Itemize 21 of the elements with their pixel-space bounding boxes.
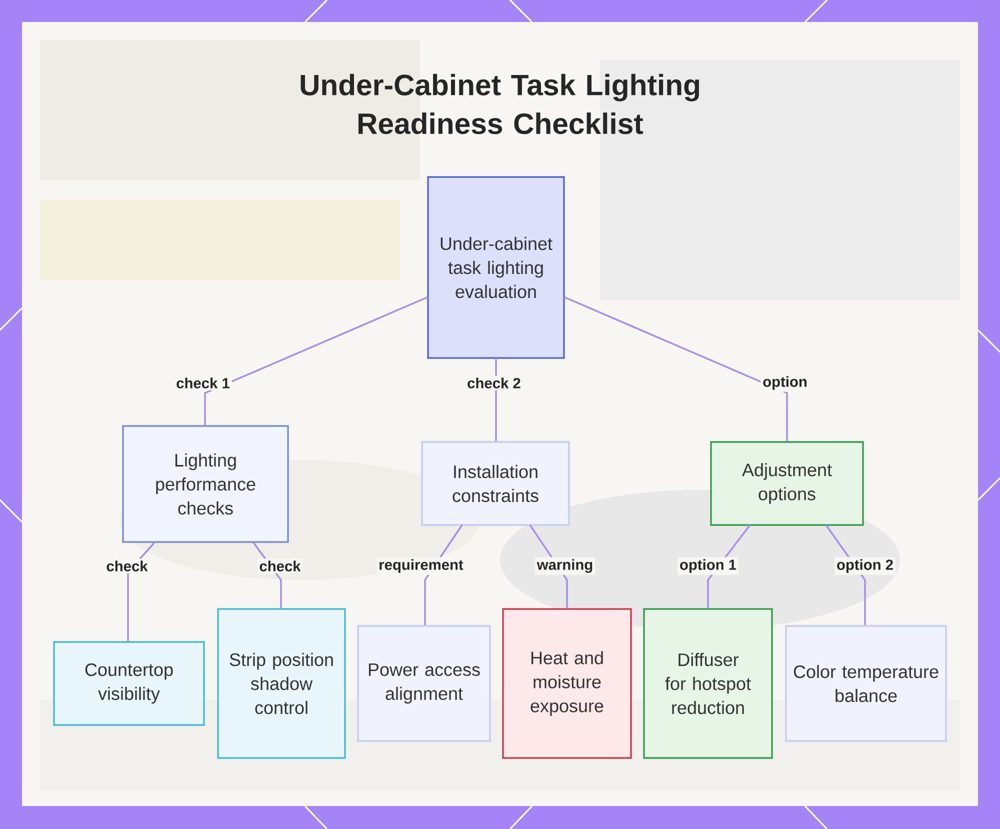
- process-box: Power access alignment: [357, 625, 491, 742]
- edge-label: check: [104, 558, 150, 574]
- edge-label: check: [257, 558, 303, 574]
- edge-label: option: [760, 374, 810, 392]
- connector: [204, 296, 428, 426]
- process-box: Strip position shadow control: [217, 608, 346, 759]
- process-box: Under-cabinet task lighting evaluation: [427, 176, 565, 359]
- process-box: Color temperature balance: [785, 625, 947, 742]
- edge-label: check 2: [465, 376, 523, 390]
- edge-label: option 2: [834, 557, 896, 575]
- process-box: Diffuser for hotspot reduction: [643, 608, 773, 759]
- edge-label: warning: [534, 557, 596, 575]
- process-box: Adjustment options: [710, 441, 864, 526]
- edge-label: requirement: [376, 557, 466, 575]
- process-box: Countertop visibility: [53, 641, 205, 726]
- process-box: Heat and moisture exposure: [502, 608, 632, 759]
- process-box: Lighting performance checks: [122, 425, 289, 543]
- edge-label: check 1: [174, 376, 232, 390]
- process-box: Installation constraints: [421, 441, 570, 526]
- edge-label: option 1: [678, 557, 739, 575]
- title: Under-Cabinet Task Lighting Readiness Checklist: [300, 74, 700, 134]
